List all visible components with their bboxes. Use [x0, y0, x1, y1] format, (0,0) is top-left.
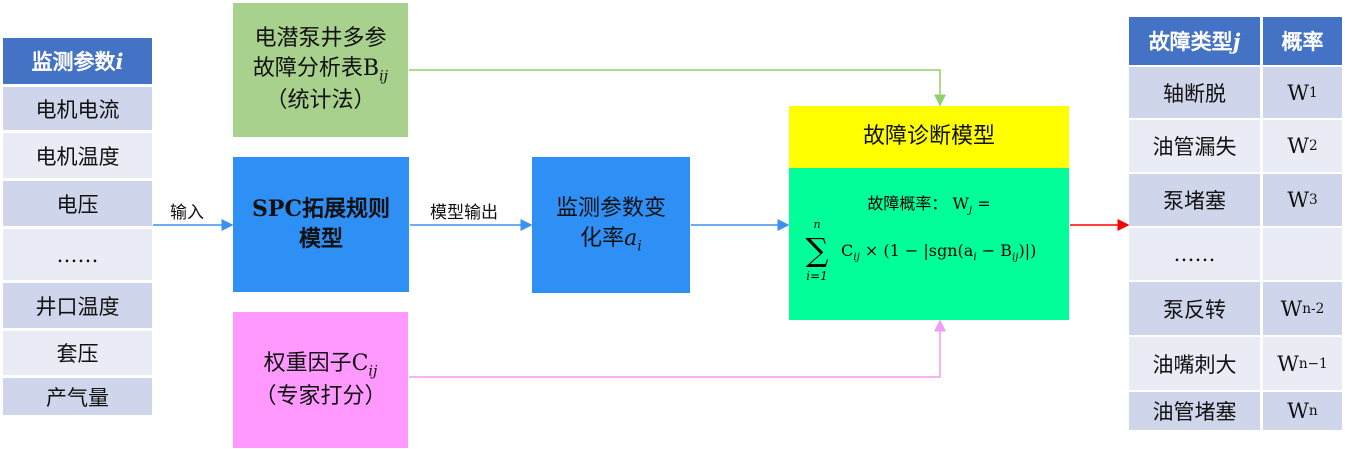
left-table-row: 井口温度	[3, 283, 152, 328]
fault-type-cell: 泵堵塞	[1129, 174, 1260, 226]
box-text: 权重因子Cij	[263, 350, 378, 380]
right-table-header-prob: 概率	[1263, 17, 1342, 65]
fault-type-cell: 泵反转	[1129, 282, 1260, 335]
box-text: 化率ai	[580, 225, 642, 254]
formula-label: 故障概率： Wj =	[867, 194, 991, 217]
input-label: 输入	[170, 203, 204, 223]
formula-body: Cij × (1 − |sgn(ai − Bij)|)	[841, 241, 1037, 264]
header-text: 故障类型	[1148, 29, 1233, 54]
sum-symbol: ∑	[805, 231, 829, 269]
model-output-label: 模型输出	[430, 203, 498, 223]
header-text: 监测参数	[31, 49, 116, 74]
fault-type-cell: 油管堵塞	[1129, 392, 1260, 430]
spc-model-box: SPC拓展规则 模型	[233, 157, 409, 292]
sum-upper: n	[813, 218, 821, 231]
summation: n ∑ i=1	[795, 218, 839, 283]
left-table-row: 产气量	[3, 378, 152, 415]
box-text: （统计法）	[265, 88, 376, 114]
left-table-row: 电机温度	[3, 133, 152, 178]
fault-type-cell: 轴断脱	[1129, 67, 1260, 118]
header-var: i	[115, 48, 124, 74]
arrow-weight-to-model	[409, 319, 946, 378]
fault-type-cell: 油嘴刺大	[1129, 337, 1260, 390]
weight-factor-box: 权重因子Cij （专家打分）	[233, 312, 408, 448]
change-rate-box: 监测参数变 化率ai	[532, 157, 690, 293]
formula-box: 故障概率： Wj = n ∑ i=1 Cij × (1 − |sgn(ai − …	[789, 168, 1069, 320]
left-table-row: 电机电流	[3, 87, 152, 130]
box-text: 故障分析表Bij	[252, 55, 389, 85]
box-text: 监测参数变	[555, 195, 666, 221]
box-text: 电潜泵井多参	[254, 25, 387, 51]
diagnosis-model-title: 故障诊断模型	[789, 106, 1069, 168]
left-table-row: ……	[3, 229, 152, 280]
arrow-table-to-model	[409, 69, 946, 107]
fault-type-cell: 油管漏失	[1129, 120, 1260, 172]
left-table-row: 电压	[3, 181, 152, 226]
box-text: 模型	[298, 225, 343, 252]
fault-type-cell: ……	[1129, 228, 1260, 280]
header-var: j	[1232, 28, 1241, 54]
sum-lower: i=1	[806, 269, 828, 283]
box-text: SPC拓展规则	[252, 195, 390, 222]
fault-analysis-table-box: 电潜泵井多参 故障分析表Bij （统计法）	[233, 3, 408, 137]
probability-cell	[1263, 228, 1342, 280]
left-table-row: 套压	[3, 331, 152, 375]
box-text: （专家打分）	[254, 383, 387, 409]
